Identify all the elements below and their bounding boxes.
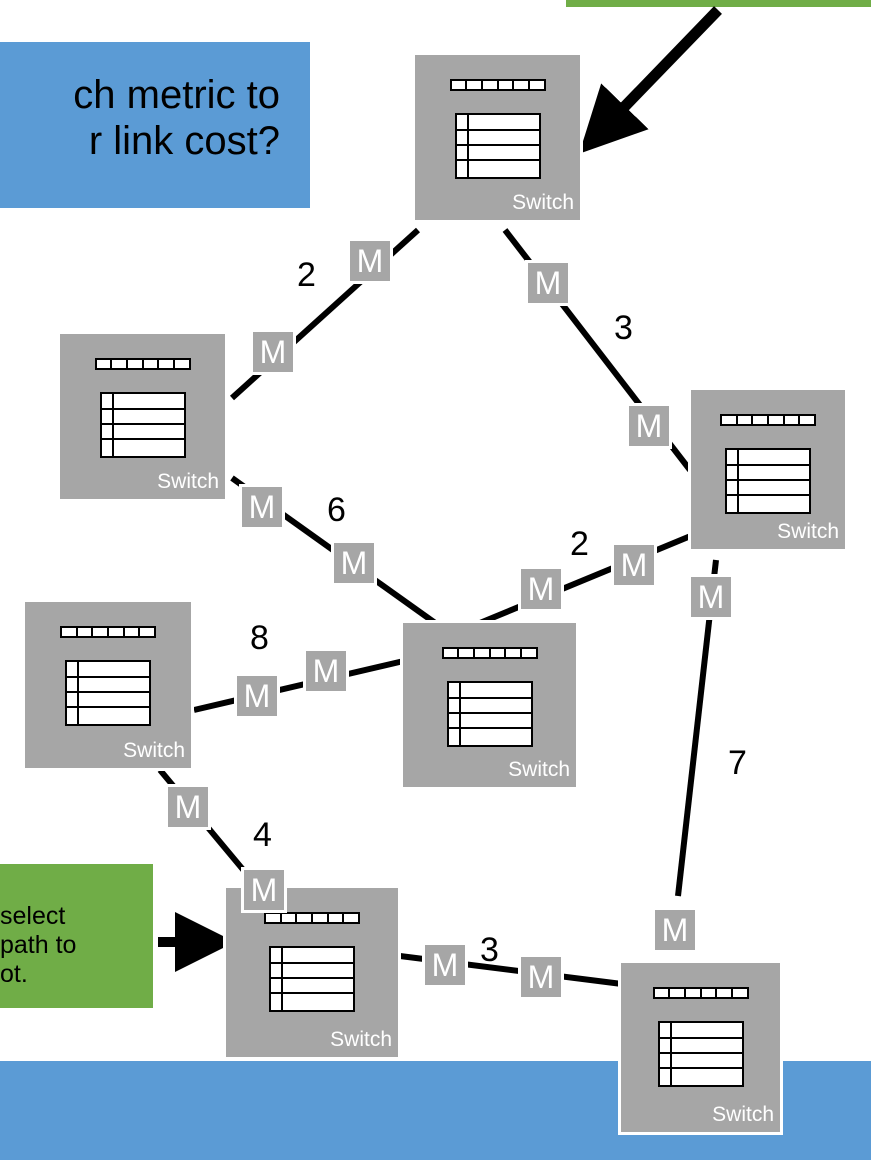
callout-line-3: ot. bbox=[0, 960, 28, 988]
question-callout: ch metric to r link cost? bbox=[0, 42, 310, 208]
middlebox[interactable]: M bbox=[303, 648, 349, 694]
flow-table-icon bbox=[99, 392, 186, 458]
link-cost-label: 2 bbox=[297, 256, 316, 294]
switch-left[interactable]: Switch bbox=[57, 331, 228, 502]
middlebox[interactable]: M bbox=[241, 867, 287, 913]
middlebox[interactable]: M bbox=[518, 954, 564, 1000]
switch-label: Switch bbox=[123, 739, 185, 762]
callout-line-2: path to bbox=[0, 931, 77, 959]
middlebox[interactable]: M bbox=[626, 403, 672, 449]
middlebox[interactable]: M bbox=[518, 566, 564, 612]
flow-table-icon bbox=[269, 946, 355, 1012]
middlebox[interactable]: M bbox=[234, 673, 280, 719]
link-cost-label: 3 bbox=[614, 309, 633, 347]
switch-label: Switch bbox=[512, 191, 574, 214]
switch-ports-icon bbox=[441, 647, 538, 659]
arrow-top-callout bbox=[579, 6, 722, 154]
switch-ports-icon bbox=[94, 358, 191, 370]
switch-right[interactable]: Switch bbox=[688, 387, 848, 552]
question-line-1: ch metric to bbox=[73, 73, 280, 117]
link-cost-label: 8 bbox=[250, 619, 269, 657]
middlebox[interactable]: M bbox=[250, 329, 296, 375]
link-cost-label: 6 bbox=[327, 491, 346, 529]
callout-line-1: select bbox=[0, 902, 66, 930]
switch-ports-icon bbox=[720, 414, 816, 426]
switch-top[interactable]: Switch bbox=[412, 52, 583, 223]
switch-label: Switch bbox=[777, 520, 839, 543]
switch-lower-left[interactable]: Switch bbox=[22, 599, 194, 771]
switch-label: Switch bbox=[330, 1028, 392, 1051]
flow-table-icon bbox=[725, 448, 811, 514]
link-cost-label: 2 bbox=[570, 525, 589, 563]
question-line-2: r link cost? bbox=[88, 119, 280, 163]
middlebox[interactable]: M bbox=[165, 784, 211, 830]
green-callout-bottom: select path to ot. bbox=[0, 864, 153, 1008]
middlebox[interactable]: M bbox=[422, 942, 468, 988]
switch-ports-icon bbox=[60, 626, 156, 638]
switch-center[interactable]: Switch bbox=[400, 620, 579, 790]
switch-bottom-right[interactable]: Switch bbox=[618, 960, 783, 1135]
middlebox[interactable]: M bbox=[525, 260, 571, 306]
switch-ports-icon bbox=[264, 912, 360, 924]
switch-label: Switch bbox=[712, 1103, 774, 1126]
switch-bottom[interactable]: Switch bbox=[223, 885, 401, 1060]
flow-table-icon bbox=[65, 660, 151, 726]
link-cost-label: 4 bbox=[253, 816, 272, 854]
middlebox[interactable]: M bbox=[688, 574, 734, 620]
middlebox[interactable]: M bbox=[331, 540, 377, 586]
middlebox[interactable]: M bbox=[611, 542, 657, 588]
switch-label: Switch bbox=[157, 470, 219, 493]
switch-label: Switch bbox=[508, 758, 570, 781]
green-callout-top bbox=[566, 0, 871, 7]
middlebox[interactable]: M bbox=[652, 907, 698, 953]
switch-ports-icon bbox=[652, 987, 749, 999]
link-cost-label: 7 bbox=[728, 744, 747, 782]
flow-table-icon bbox=[454, 113, 541, 179]
flow-table-icon bbox=[446, 681, 533, 747]
flow-table-icon bbox=[657, 1021, 744, 1087]
middlebox[interactable]: M bbox=[239, 484, 285, 530]
link-cost-label: 3 bbox=[480, 931, 499, 969]
middlebox[interactable]: M bbox=[347, 238, 393, 284]
link-lowleft-center bbox=[193, 657, 409, 713]
switch-ports-icon bbox=[449, 79, 546, 91]
